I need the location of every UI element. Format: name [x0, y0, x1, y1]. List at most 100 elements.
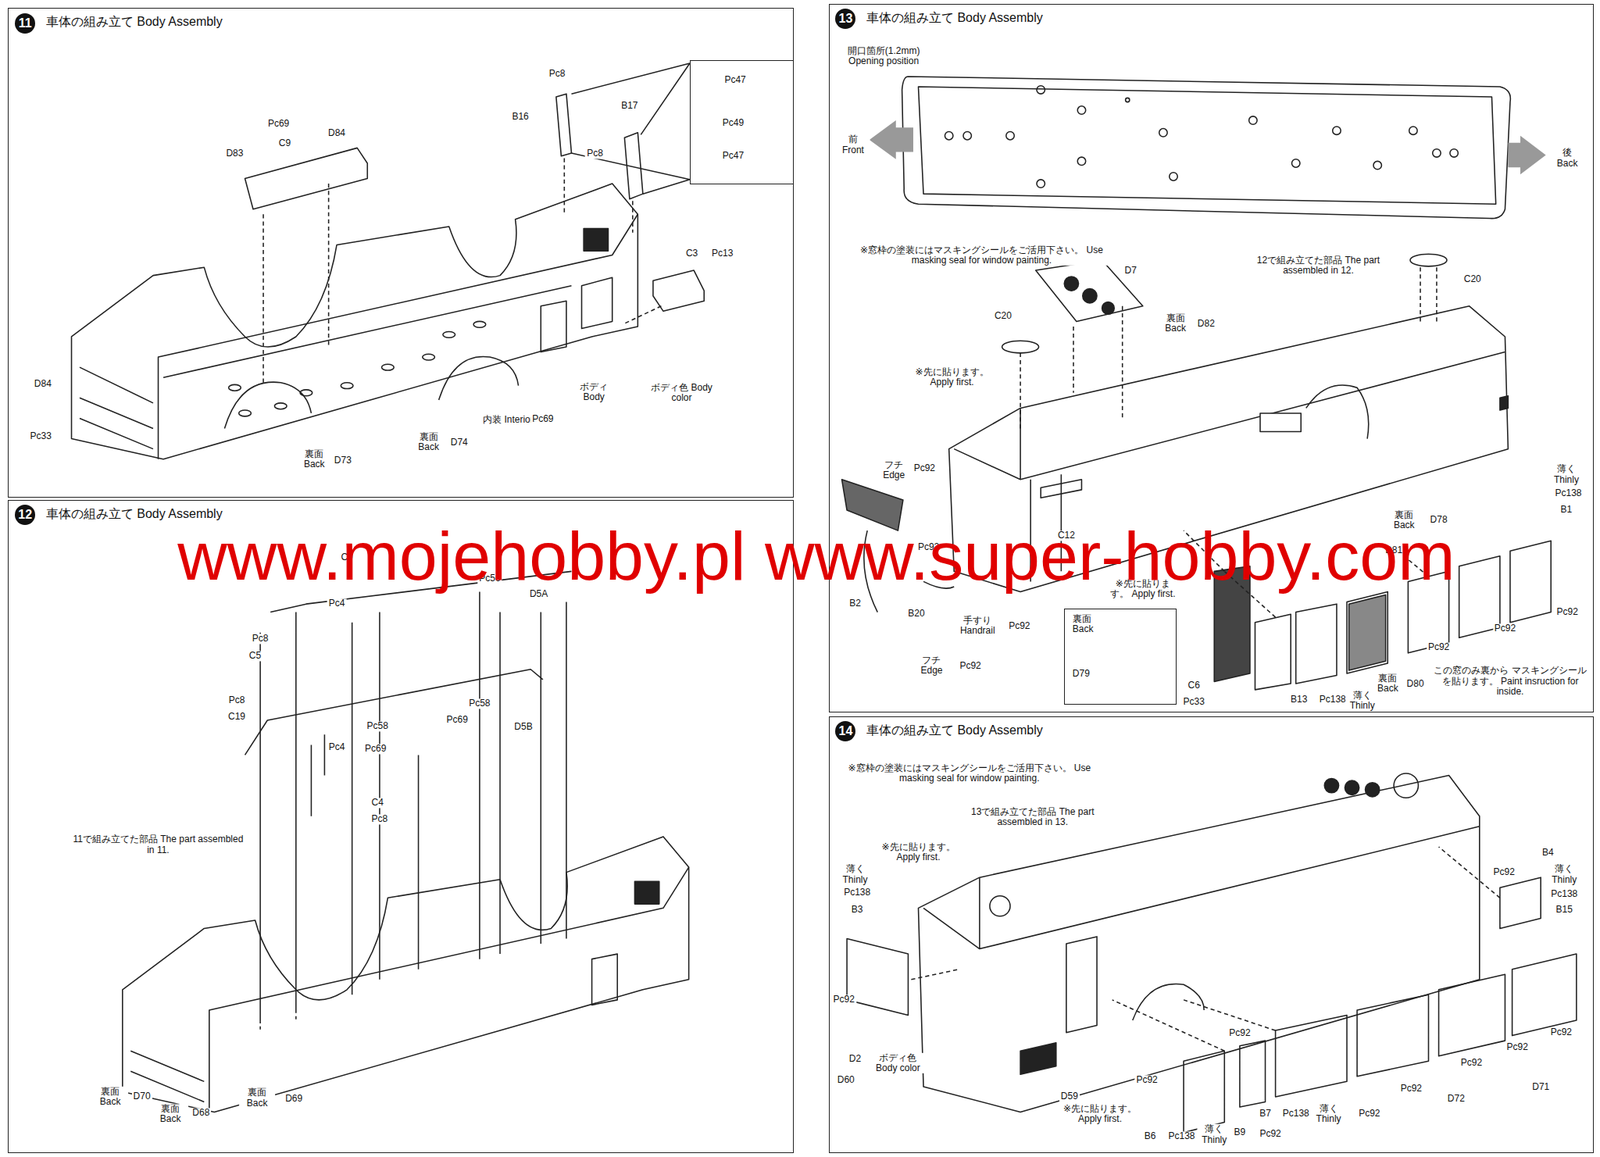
step-number: 14: [835, 721, 856, 742]
part-callout: D70: [132, 1091, 153, 1102]
part-callout: Pc138: [1553, 489, 1583, 500]
part-callout: 裏面 Back: [410, 431, 447, 452]
part-callout: Pc92: [1399, 1083, 1424, 1094]
step-panel: 11車体の組み立て Body AssemblyPc47Pc49Pc47: [7, 7, 794, 498]
part-callout: B9: [1232, 1127, 1248, 1138]
part-callout: D80: [1405, 679, 1426, 690]
part-callout: D69: [283, 1093, 304, 1104]
part-callout: D7: [1123, 266, 1139, 277]
part-callout: Pc4: [327, 599, 347, 610]
bus-body-step13: [842, 253, 1552, 690]
part-callout: Pc138: [1166, 1131, 1197, 1142]
roof-plan: [869, 76, 1547, 219]
part-callout: Pc58: [467, 699, 492, 710]
part-callout: Pc92: [957, 660, 983, 672]
part-callout: Pc69: [530, 414, 555, 425]
part-callout: フチ Edge: [877, 460, 911, 481]
part-callout: 裏面 Back: [1071, 614, 1099, 635]
part-callout: Pc8: [227, 696, 247, 707]
part-callout: ※先に貼ります。 Apply first.: [904, 367, 1000, 388]
part-callout: Pc13: [710, 249, 735, 260]
part-callout: B2: [847, 599, 863, 610]
step-heading: 車体の組み立て Body Assembly: [43, 507, 225, 522]
part-callout: Pc92: [1505, 1042, 1530, 1054]
part-callout: D2: [847, 1053, 863, 1065]
part-callout: フチ Edge: [914, 654, 949, 675]
bus-shell-step11: [71, 63, 715, 460]
step-heading: 車体の組み立て Body Assembly: [864, 10, 1046, 25]
part-callout: ※窓枠の塗装にはマスキングシールをご活用下さい。 Use masking sea…: [834, 763, 1105, 784]
part-callout: Pc92: [1492, 623, 1518, 634]
part-callout: 薄く Thinly: [1197, 1124, 1232, 1145]
step-panel: 13 車体の組み立て Body Assembly 裏面 BackD79: [828, 3, 1595, 712]
part-callout: D5B: [512, 722, 534, 733]
part-callout: Pc92: [1459, 1057, 1484, 1068]
part-callout: Pc138: [1317, 694, 1348, 705]
part-callout: C19: [226, 712, 247, 723]
part-callout: 後 Back: [1550, 147, 1585, 168]
part-callout: ボディ色 Body color: [865, 1053, 930, 1074]
part-callout: D82: [1196, 319, 1217, 330]
part-callout: B15: [1554, 904, 1575, 915]
step-heading: 車体の組み立て Body Assembly: [864, 723, 1046, 738]
part-callout: Pc92: [1555, 607, 1580, 618]
part-callout: C9: [277, 139, 293, 150]
part-callout: D5A: [528, 589, 550, 600]
part-callout: 裏面 Back: [92, 1086, 129, 1108]
part-callout: 裏面 Back: [239, 1087, 275, 1108]
part-callout: Pc138: [842, 887, 872, 898]
part-callout: Pc92: [912, 463, 937, 474]
part-callout: ※先に貼ります。 Apply first.: [1057, 1103, 1143, 1125]
part-callout: 内装 Interior: [481, 415, 536, 426]
step-number: 12: [14, 504, 36, 525]
part-callout: D79: [1071, 668, 1092, 679]
part-callout: Pc92: [1426, 642, 1451, 654]
part-callout: C20: [992, 310, 1014, 322]
part-callout: Pc49: [721, 117, 746, 129]
part-callout: Pc69: [363, 743, 388, 754]
part-callout: Pc8: [547, 69, 568, 80]
inset-box: Pc47Pc49Pc47: [689, 60, 794, 185]
watermark: www.mojehobby.pl www.super-hobby.com: [177, 521, 1455, 591]
part-callout: C3: [684, 249, 700, 260]
inset-box: 裏面 BackD79: [1064, 608, 1177, 705]
part-callout: 手すり Handrail: [947, 614, 1008, 636]
part-callout: ※窓枠の塗装にはマスキングシールをご活用下さい。 Use masking sea…: [846, 244, 1117, 265]
part-callout: 裏面 Back: [296, 449, 333, 470]
part-callout: 薄く Thinly: [1549, 464, 1583, 485]
part-callout: B17: [619, 100, 640, 111]
part-callout: D60: [835, 1075, 857, 1086]
part-callout: Pc92: [1492, 867, 1517, 878]
part-callout: 裏面 Back: [152, 1103, 189, 1125]
part-callout: Pc92: [1357, 1109, 1382, 1120]
part-callout: B6: [1142, 1131, 1158, 1142]
part-callout: Pc8: [585, 149, 605, 160]
step-number: 13: [835, 8, 856, 29]
part-callout: B7: [1257, 1109, 1273, 1120]
part-callout: 薄く Thinly: [1547, 864, 1582, 885]
part-callout: B3: [850, 904, 865, 915]
part-callout: C5: [247, 650, 263, 661]
part-callout: 11で組み立てた部品 The part assembled in 11.: [69, 834, 247, 855]
part-callout: 薄く Thinly: [838, 864, 872, 885]
part-callout: Pc33: [1181, 696, 1206, 708]
part-callout: Pc92: [1227, 1028, 1252, 1040]
part-callout: Pc8: [250, 633, 271, 644]
part-callout: 開口箇所(1.2mm) Opening position: [833, 46, 934, 67]
part-callout: 12で組み立てた部品 The part assembled in 12.: [1240, 254, 1397, 275]
part-callout: Pc92: [1007, 621, 1032, 632]
part-callout: D59: [1059, 1091, 1080, 1102]
part-callout: D71: [1530, 1082, 1551, 1093]
bus-shell-step12: [122, 836, 690, 1113]
part-callout: B20: [906, 609, 926, 620]
part-callout: C6: [1185, 680, 1201, 691]
part-callout: Pc92: [831, 994, 856, 1005]
part-callout: この窓のみ裏から マスキングシールを貼ります。 Paint insruction…: [1431, 666, 1590, 698]
part-callout: B16: [510, 112, 530, 123]
part-callout: C4: [370, 797, 386, 808]
part-callout: B4: [1540, 847, 1556, 858]
part-callout: D84: [32, 379, 54, 390]
part-callout: 前 Front: [835, 134, 870, 155]
part-callout: Pc138: [1281, 1109, 1311, 1120]
